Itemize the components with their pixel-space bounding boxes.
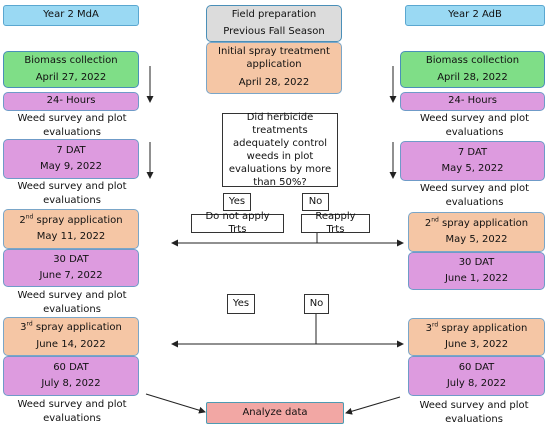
left-30dat-title: 30 DAT [53,253,89,265]
right-spray2-title: 2nd spray application [424,216,529,229]
right-spray2-date: May 5, 2022 [445,234,508,245]
question-text: Did herbicide treatments adequately cont… [228,112,332,188]
right-hours-label: 24- Hours [448,95,497,107]
left-7dat-date: May 9, 2022 [39,161,103,172]
initial-spray-line1: Initial spray treatment [218,46,330,58]
no-label: No [308,195,323,207]
no-box: No [302,193,329,211]
left-eval-text-2: Weed survey and plot evaluations [17,181,127,206]
left-header-label: Year 2 MdA [43,9,99,21]
left-eval-text-3: Weed survey and plot evaluations [17,290,127,315]
field-prep-line1: Field preparation [231,9,317,20]
arrow-to-analyze-left [145,393,206,414]
yes-box: Yes [223,193,251,211]
right-7dat-title: 7 DAT [457,146,488,158]
yes2-label: Yes [232,297,250,309]
initial-spray-box: Initial spray treatment application Apri… [206,42,342,94]
field-prep-line2: Previous Fall Season [223,25,325,37]
right-spray3-date: June 3, 2022 [444,339,509,350]
right-biomass-box: Biomass collection April 28, 2022 [400,51,545,88]
left-spray2-box: 2nd spray application May 11, 2022 [3,209,139,249]
right-60dat-date: July 8, 2022 [446,378,507,389]
yes-label: Yes [228,195,246,207]
left-eval-text-1: Weed survey and plot evaluations [17,113,127,138]
left-7dat-box: 7 DAT May 9, 2022 [3,139,139,179]
left-30dat-box: 30 DAT June 7, 2022 [3,249,139,287]
right-biomass-title: Biomass collection [425,55,520,66]
reapply-label: Reapply Trts [315,211,356,235]
yes2-box: Yes [227,294,255,314]
left-spray2-title: 2nd spray application [19,213,123,226]
left-header: Year 2 MdA [3,5,139,26]
initial-spray-line2: application [246,58,302,70]
no2-box: No [304,294,329,314]
right-biomass-date: April 28, 2022 [437,71,508,83]
left-7dat-title: 7 DAT [56,144,86,156]
right-eval-text-3: Weed survey and plot evaluations [419,400,529,425]
right-30dat-title: 30 DAT [458,256,495,268]
right-7dat-box: 7 DAT May 5, 2022 [400,141,545,181]
left-spray2-date: May 11, 2022 [36,231,106,242]
no2-label: No [309,297,324,309]
right-spray3-box: 3rd spray application June 3, 2022 [408,318,545,356]
left-60dat-title: 60 DAT [53,361,89,373]
left-30dat-date: June 7, 2022 [39,270,103,281]
left-hours-box: 24- Hours [3,92,139,111]
right-eval-text-2: Weed survey and plot evaluations [419,183,530,208]
left-spray3-box: 3rd spray application June 14, 2022 [3,317,139,356]
initial-spray-date: April 28, 2022 [238,77,310,89]
right-30dat-date: June 1, 2022 [444,273,509,284]
right-60dat-box: 60 DAT July 8, 2022 [408,356,545,396]
right-hours-box: 24- Hours [400,92,545,111]
right-header: Year 2 AdB [405,5,545,26]
do-not-apply-label: Do not apply Trts [205,211,270,235]
field-prep-box: Field preparation Previous Fall Season [206,5,342,42]
left-spray3-date: June 14, 2022 [36,338,106,350]
left-60dat-box: 60 DAT July 8, 2022 [3,356,139,396]
left-biomass-box: Biomass collection April 27, 2022 [3,51,139,88]
right-spray3-title: 3rd spray application [425,321,528,334]
right-60dat-title: 60 DAT [458,361,495,373]
left-hours-label: 24- Hours [46,95,96,107]
arrow-to-analyze-right [345,396,401,415]
left-biomass-title: Biomass collection [24,55,118,66]
analyze-data-box: Analyze data [206,402,344,424]
right-30dat-box: 30 DAT June 1, 2022 [408,252,545,290]
question-box: Did herbicide treatments adequately cont… [222,112,338,188]
left-eval-text-4: Weed survey and plot evaluations [17,399,127,424]
right-eval-text-1: Weed survey and plot evaluations [419,113,530,138]
analyze-data-label: Analyze data [242,406,308,418]
left-60dat-date: July 8, 2022 [41,378,101,389]
right-spray2-box: 2nd spray application May 5, 2022 [408,212,545,252]
right-header-label: Year 2 AdB [448,9,502,21]
left-biomass-date: April 27, 2022 [35,71,107,83]
right-7dat-date: May 5, 2022 [441,163,504,174]
reapply-box: Reapply Trts [301,211,370,235]
do-not-apply-box: Do not apply Trts [191,211,284,235]
left-spray3-title: 3rd spray application [20,320,122,333]
